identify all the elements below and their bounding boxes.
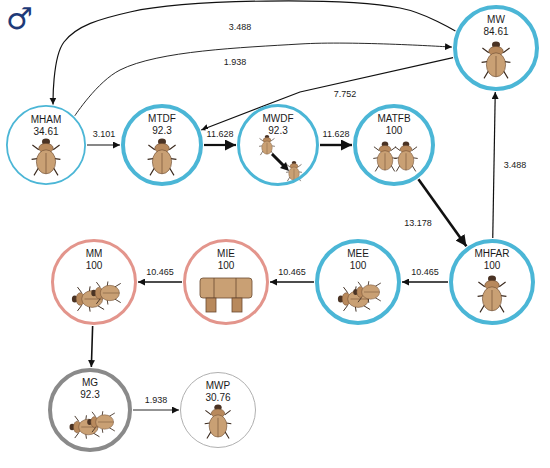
node-text-block: MM100 [51,248,137,272]
transition-value: 11.628 [322,129,351,139]
transition-value: 10.465 [410,267,440,277]
percentage-value: 100 [51,260,137,272]
beetle-pair [338,281,381,311]
node-text-block: MHAM34.61 [6,114,86,138]
state-circle: MWDF92.3 [237,104,319,186]
state-circle: MWP30.76 [180,372,256,448]
percentage-value: 100 [353,125,435,137]
behavior-code: MIE [183,248,269,260]
circle-border [181,373,256,448]
beetle-pair [70,411,115,439]
behavior-code: MWDF [237,113,319,125]
transition-arrow [493,92,495,238]
beetle-figure [482,42,511,79]
behavior-code: MEE [315,248,401,260]
transition-value: 3.488 [503,160,528,170]
transition-arrow [320,144,352,146]
node-text-block: MATFB100 [353,113,435,137]
transition-arrow [138,281,182,283]
transition-value: 1.938 [223,57,248,67]
percentage-value: 92.3 [237,125,319,137]
percentage-value: 100 [315,260,401,272]
transition-value: 13.178 [403,218,433,228]
behavior-code: MHFAR [449,248,535,260]
transition-value: 11.628 [206,129,235,139]
beetle-figure [394,142,417,172]
node-text-block: MG92.3 [48,377,132,401]
behavior-code: MHAM [6,114,86,126]
percentage-value: 100 [449,260,535,272]
beetle-figure [148,139,177,176]
node-text-block: MHFAR100 [449,248,535,272]
beetle-figure [205,404,232,438]
beetle-pair [72,281,121,311]
behavior-code: MW [453,14,539,26]
state-circle: MM100 [51,239,137,325]
transition-value: 10.465 [277,267,307,277]
state-circle: MATFB100 [353,104,435,186]
behavior-code: MWP [180,380,256,392]
transition-arrow [270,281,314,283]
percentage-value: 100 [183,260,269,272]
percentage-value: 34.61 [6,126,86,138]
state-circle: MW84.61 [453,5,539,91]
beetle-figure [32,139,61,176]
node-text-block: MEE100 [315,248,401,272]
transition-value: 10.465 [145,267,175,277]
node-text-block: MWDF92.3 [237,113,319,137]
transition-arrow [201,58,453,130]
transition-arrow [418,179,466,246]
state-circle: MTDF92.3 [121,104,203,186]
behavior-code: MATFB [353,113,435,125]
circle-border [7,106,85,184]
behavior-code: MM [51,248,137,260]
beetle-figure [478,276,507,313]
state-circle: MHFAR100 [449,239,535,325]
transition-value: 3.101 [92,129,117,139]
percentage-value: 30.76 [180,392,256,404]
transition-value: 7.752 [333,89,358,99]
transition-arrow [87,144,120,145]
behavior-code: MTDF [121,113,203,125]
beetle-figure [259,135,275,155]
transition-arrow [204,144,236,146]
percentage-value: 92.3 [121,125,203,137]
pursuit-arrow [280,162,289,171]
pursuit-arrow [272,154,284,166]
state-circle: MEE100 [315,239,401,325]
transition-arrow [91,326,92,367]
transition-arrow [133,410,179,411]
transition-arrow [53,1,455,105]
percentage-value: 84.61 [453,26,539,38]
transition-value: 3.488 [228,22,253,32]
node-text-block: MTDF92.3 [121,113,203,137]
state-circle: MG92.3 [48,368,132,452]
node-text-block: MIE100 [183,248,269,272]
behavior-code: MG [48,377,132,389]
state-circle: MIE100 [183,239,269,325]
transition-arrow [402,281,448,283]
sex-symbol: ♂ [6,2,33,36]
transition-value: 1.938 [144,395,169,405]
node-text-block: MW84.61 [453,14,539,38]
percentage-value: 92.3 [48,389,132,401]
node-text-block: MWP30.76 [180,380,256,404]
beetle-figure [373,142,396,172]
state-circle: MHAM34.61 [6,105,86,185]
genitalia-closeup [200,278,252,312]
